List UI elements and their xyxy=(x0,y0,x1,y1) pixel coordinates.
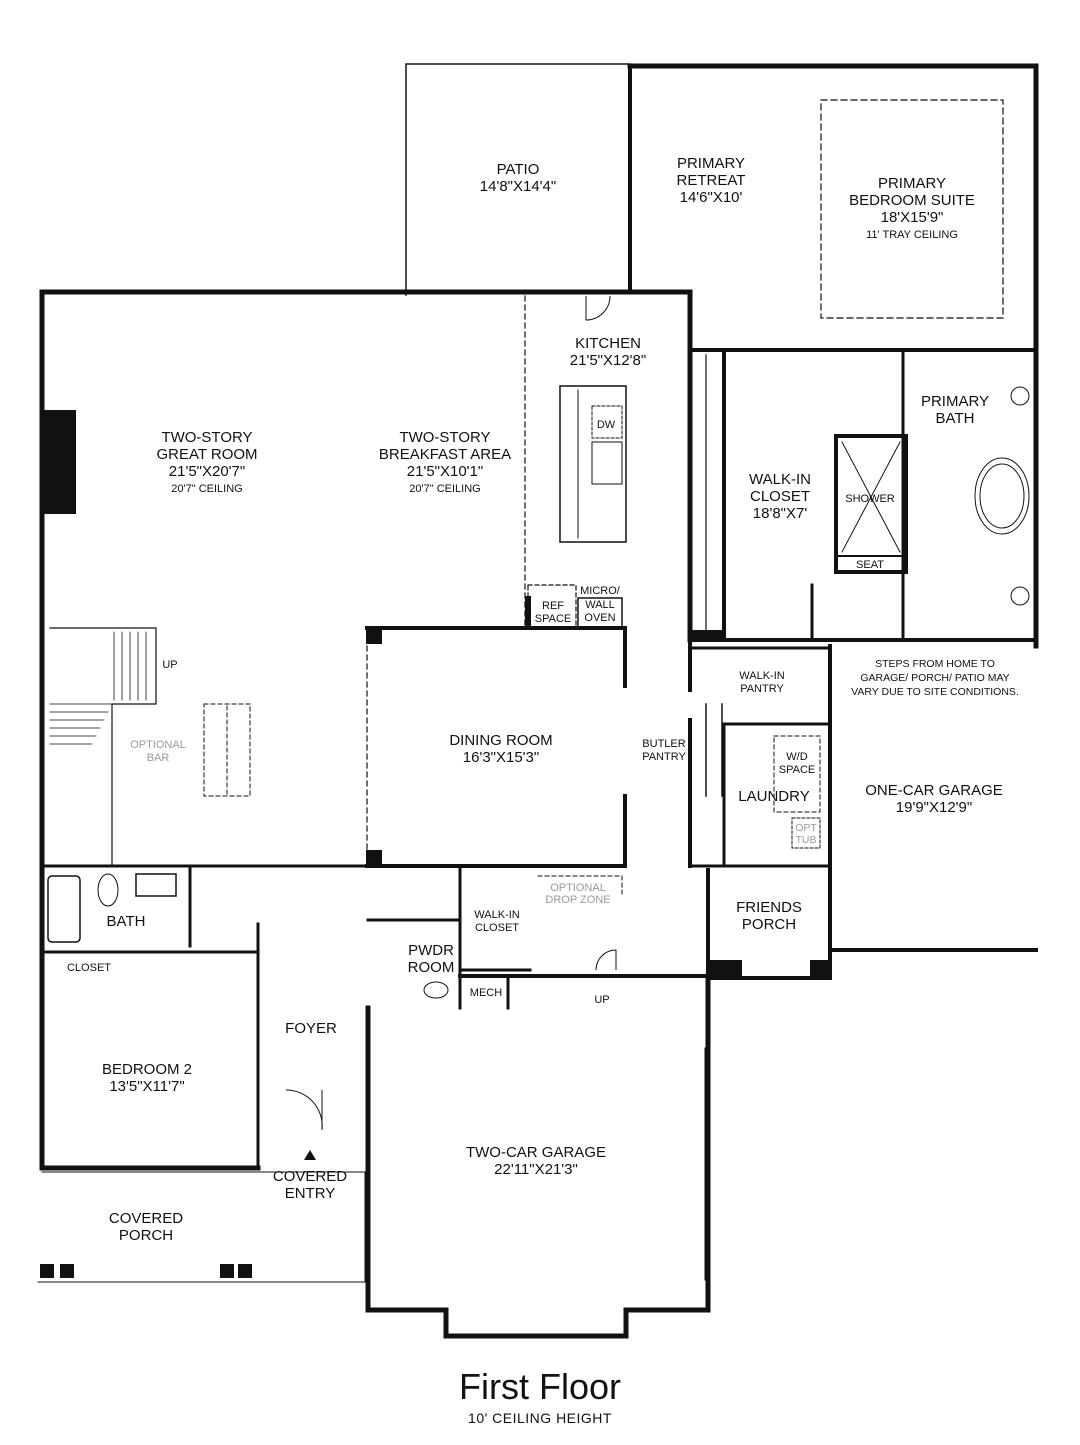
two-car-dims: 22'11"X21'3" xyxy=(494,1161,578,1178)
foyer-label: FOYER xyxy=(285,1020,337,1037)
butler-line2: PANTRY xyxy=(642,751,686,763)
walkin-closet2-line2: CLOSET xyxy=(475,922,519,934)
great-room-dims: 21'5"X20'7" xyxy=(169,463,245,480)
patio-label: PATIO xyxy=(497,161,540,178)
wd-line2: SPACE xyxy=(779,764,815,776)
wd-line1: W/D xyxy=(786,751,807,763)
suite-line2: BEDROOM SUITE xyxy=(849,192,975,209)
bedroom2-dims: 13'5"X11'7" xyxy=(109,1078,184,1095)
great-room-note: 20'7" CEILING xyxy=(171,483,242,495)
walkin-pantry-line2: PANTRY xyxy=(740,683,784,695)
covered-entry-line1: COVERED xyxy=(273,1168,347,1185)
suite-line1: PRIMARY xyxy=(878,175,946,192)
garage-note-line2: GARAGE/ PORCH/ PATIO MAY xyxy=(860,672,1009,684)
mech-label: MECH xyxy=(470,987,502,999)
bedroom2-label: BEDROOM 2 xyxy=(102,1061,192,1078)
closet-label: CLOSET xyxy=(67,962,111,974)
retreat-dims: 14'6"X10' xyxy=(680,189,743,206)
kitchen-dims: 21'5"X12'8" xyxy=(570,352,646,369)
breakfast-dims: 21'5"X10'1" xyxy=(407,463,483,480)
garage-up-label: UP xyxy=(594,994,609,1006)
great-room-line1: TWO-STORY xyxy=(161,429,252,446)
covered-porch-line1: COVERED xyxy=(109,1210,183,1227)
shower-label: SHOWER xyxy=(845,493,895,505)
floor-subtitle: 10' CEILING HEIGHT xyxy=(468,1410,612,1426)
optional-bar-line1: OPTIONAL xyxy=(130,739,186,751)
suite-dims: 18'X15'9" xyxy=(881,209,944,226)
drop-zone-line2: DROP ZONE xyxy=(545,894,610,906)
garage-note-line1: STEPS FROM HOME TO xyxy=(875,658,995,670)
suite-note: 11' TRAY CEILING xyxy=(866,229,958,241)
two-car-label: TWO-CAR GARAGE xyxy=(466,1144,606,1161)
breakfast-line2: BREAKFAST AREA xyxy=(379,446,511,463)
butler-line1: BUTLER xyxy=(642,738,685,750)
floor-title: First Floor xyxy=(459,1366,621,1407)
optional-bar-line2: BAR xyxy=(147,752,170,764)
opt-tub-line1: OPT xyxy=(795,822,817,834)
dining-label: DINING ROOM xyxy=(449,732,552,749)
walkin-pantry-line1: WALK-IN xyxy=(739,670,784,682)
patio-dims: 14'8"X14'4" xyxy=(480,178,556,195)
breakfast-note: 20'7" CEILING xyxy=(409,483,480,495)
seat-label: SEAT xyxy=(856,559,884,571)
micro-line2: WALL xyxy=(585,599,615,611)
friends-porch-line1: FRIENDS xyxy=(736,899,802,916)
micro-line1: MICRO/ xyxy=(580,585,621,597)
great-room-line2: GREAT ROOM xyxy=(156,446,257,463)
garage-note-line3: VARY DUE TO SITE CONDITIONS. xyxy=(851,686,1019,698)
covered-entry-line2: ENTRY xyxy=(285,1185,336,1202)
floor-plan: PATIO 14'8"X14'4" PRIMARY RETREAT 14'6"X… xyxy=(37,63,1039,1339)
retreat-line1: PRIMARY xyxy=(677,155,745,172)
breakfast-line1: TWO-STORY xyxy=(399,429,490,446)
bath-label: BATH xyxy=(107,913,146,930)
walkin-closet2-line1: WALK-IN xyxy=(474,909,519,921)
pwdr-line1: PWDR xyxy=(408,942,454,959)
primary-bath-line1: PRIMARY xyxy=(921,393,989,410)
pwdr-line2: ROOM xyxy=(408,959,455,976)
retreat-line2: RETREAT xyxy=(677,172,746,189)
friends-porch-line2: PORCH xyxy=(742,916,796,933)
dw-label: DW xyxy=(597,419,616,431)
laundry-label: LAUNDRY xyxy=(738,788,809,805)
micro-line3: OVEN xyxy=(584,612,615,624)
stair-up-label: UP xyxy=(162,659,177,671)
one-car-label: ONE-CAR GARAGE xyxy=(865,782,1003,799)
ref-line2: SPACE xyxy=(535,613,571,625)
ref-line1: REF xyxy=(542,600,564,612)
dining-dims: 16'3"X15'3" xyxy=(463,749,539,766)
primary-bath-line2: BATH xyxy=(936,410,975,427)
drop-zone-line1: OPTIONAL xyxy=(550,882,606,894)
walkin-closet-line2: CLOSET xyxy=(750,488,810,505)
walkin-closet-dims: 18'8"X7' xyxy=(753,505,808,522)
walkin-closet-line1: WALK-IN xyxy=(749,471,811,488)
covered-porch-line2: PORCH xyxy=(119,1227,173,1244)
opt-tub-line2: TUB xyxy=(796,834,817,846)
kitchen-label: KITCHEN xyxy=(575,335,641,352)
one-car-dims: 19'9"X12'9" xyxy=(896,799,972,816)
